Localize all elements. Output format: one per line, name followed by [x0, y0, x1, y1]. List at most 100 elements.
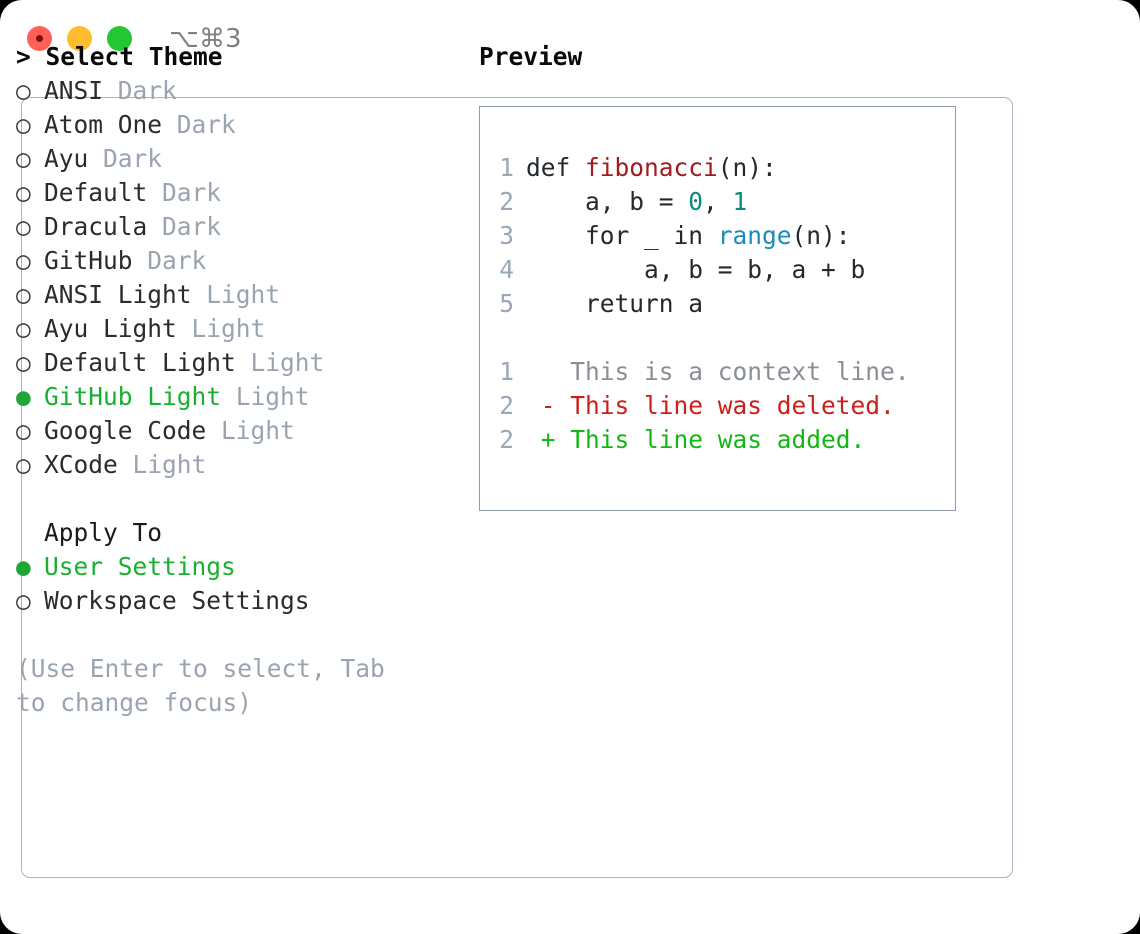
line-number: 3: [499, 221, 514, 250]
theme-option-xcode[interactable]: ○ XCode Light: [16, 448, 456, 482]
theme-option-github[interactable]: ○ GitHub Dark: [16, 244, 456, 278]
preview-column: Preview: [479, 40, 582, 74]
theme-option-kind: Light: [191, 280, 281, 309]
theme-option-name: Ayu: [44, 144, 89, 173]
diff-sign: +: [526, 425, 556, 454]
line-number: 2: [499, 425, 514, 454]
diff-line-add: 2 + This line was added.: [492, 423, 910, 457]
code-token: ,: [703, 187, 733, 216]
theme-option-name: ANSI Light: [44, 280, 192, 309]
diff-text: This line was deleted.: [555, 391, 895, 420]
minimize-button[interactable]: [67, 26, 92, 51]
apply-to-header: Apply To: [44, 518, 163, 547]
line-number: 2: [499, 391, 514, 420]
radio-unselected-icon: ○: [16, 178, 31, 207]
code-blank-line: [492, 321, 910, 355]
diff-sign: -: [526, 391, 556, 420]
radio-unselected-icon: ○: [16, 314, 31, 343]
apply-to-option-workspace-settings[interactable]: ○ Workspace Settings: [16, 584, 456, 618]
radio-unselected-icon: ○: [16, 416, 31, 445]
line-number: 4: [499, 255, 514, 284]
code-token: range: [717, 221, 792, 250]
keyboard-shortcut-label: ⌥⌘3: [169, 24, 242, 54]
theme-option-kind: Dark: [162, 110, 236, 139]
theme-option-kind: Light: [221, 382, 310, 411]
code-line: 4 a, b = b, a + b: [492, 253, 910, 287]
theme-option-name: Default: [44, 178, 148, 207]
theme-option-dracula[interactable]: ○ Dracula Dark: [16, 210, 456, 244]
theme-option-kind: Light: [206, 416, 295, 445]
code-line: 5 return a: [492, 287, 910, 321]
theme-option-kind: Light: [117, 450, 207, 479]
theme-option-kind: Light: [235, 348, 325, 377]
radio-unselected-icon: ○: [16, 110, 31, 139]
theme-option-atom-one[interactable]: ○ Atom One Dark: [16, 108, 456, 142]
line-number: 1: [499, 153, 514, 182]
diff-line-ctx: 1 This is a context line.: [492, 355, 909, 389]
theme-option-name: GitHub Light: [44, 382, 222, 411]
close-button[interactable]: [27, 26, 52, 51]
theme-option-name: XCode: [44, 450, 118, 479]
code-token: a, b = b, a + b: [526, 255, 866, 284]
theme-option-name: ANSI: [44, 76, 104, 105]
code-token: fibonacci: [585, 153, 718, 182]
diff-sign: [526, 357, 556, 386]
line-number: 2: [499, 187, 514, 216]
radio-unselected-icon: ○: [16, 280, 31, 309]
radio-unselected-icon: ○: [16, 348, 31, 377]
apply-to-option-user-settings[interactable]: ● User Settings: [16, 550, 456, 584]
title-bar: ⌥⌘3: [0, 0, 1140, 78]
theme-option-ayu[interactable]: ○ Ayu Dark: [16, 142, 456, 176]
apply-to-option-name: User Settings: [44, 552, 236, 581]
preview-header: Preview: [479, 42, 583, 71]
theme-picker-column: > Select Theme ○ANSI Dark○Atom One Dark○…: [16, 40, 456, 720]
diff-line-del: 2 - This line was deleted.: [492, 389, 910, 423]
diff-text: This line was added.: [555, 425, 866, 454]
radio-unselected-icon: ○: [16, 212, 31, 241]
theme-option-ayu-light[interactable]: ○Ayu Light Light: [16, 312, 456, 346]
radio-selected-icon: ●: [16, 552, 31, 581]
line-number: 5: [499, 289, 514, 318]
radio-unselected-icon: ○: [16, 246, 31, 275]
theme-option-github-light[interactable]: ●GitHub Light Light: [16, 380, 456, 414]
theme-option-ansi-light[interactable]: ○ ANSI Light Light: [16, 278, 456, 312]
theme-option-kind: Light: [176, 314, 266, 343]
theme-option-kind: Dark: [147, 212, 222, 241]
code-token: (n):: [717, 153, 777, 182]
theme-option-list: ○ANSI Dark○Atom One Dark○Ayu Dark○Defaul…: [16, 74, 456, 482]
radio-unselected-icon: ○: [16, 144, 31, 173]
code-line: 2 a, b = 0, 1: [492, 185, 910, 219]
radio-unselected-icon: ○: [16, 450, 31, 479]
theme-option-kind: Dark: [132, 246, 207, 275]
select-theme-header: > Select Theme: [16, 42, 223, 71]
keyboard-hint-text: (Use Enter to select, Tab to change focu…: [16, 654, 385, 717]
radio-unselected-icon: ○: [16, 586, 31, 615]
theme-option-name: Atom One: [44, 110, 163, 139]
code-token: 1: [732, 187, 748, 216]
content-panel: [21, 97, 1013, 878]
theme-option-name: GitHub: [44, 246, 133, 275]
theme-option-name: Dracula: [44, 212, 148, 241]
code-line: 3 for _ in range(n):: [492, 219, 910, 253]
code-token: def: [526, 153, 586, 182]
code-token: a, b =: [526, 187, 689, 216]
code-token: return a: [526, 289, 704, 318]
apply-to-option-list: ● User Settings ○ Workspace Settings: [16, 550, 456, 618]
theme-option-kind: Dark: [147, 178, 222, 207]
radio-unselected-icon: ○: [16, 76, 31, 105]
theme-option-default[interactable]: ○ Default Dark: [16, 176, 456, 210]
maximize-button[interactable]: [107, 26, 132, 51]
theme-option-kind: Dark: [88, 144, 163, 173]
code-token: (n):: [791, 221, 851, 250]
line-number: 1: [499, 357, 514, 386]
theme-option-default-light[interactable]: ○Default Light Light: [16, 346, 456, 380]
theme-option-ansi[interactable]: ○ANSI Dark: [16, 74, 456, 108]
theme-option-google-code[interactable]: ○Google Code Light: [16, 414, 456, 448]
code-line: 1 def fibonacci(n):: [492, 151, 910, 185]
apply-to-option-name: Workspace Settings: [44, 586, 310, 615]
code-token: 0: [688, 187, 704, 216]
code-token: for _ in: [526, 221, 718, 250]
